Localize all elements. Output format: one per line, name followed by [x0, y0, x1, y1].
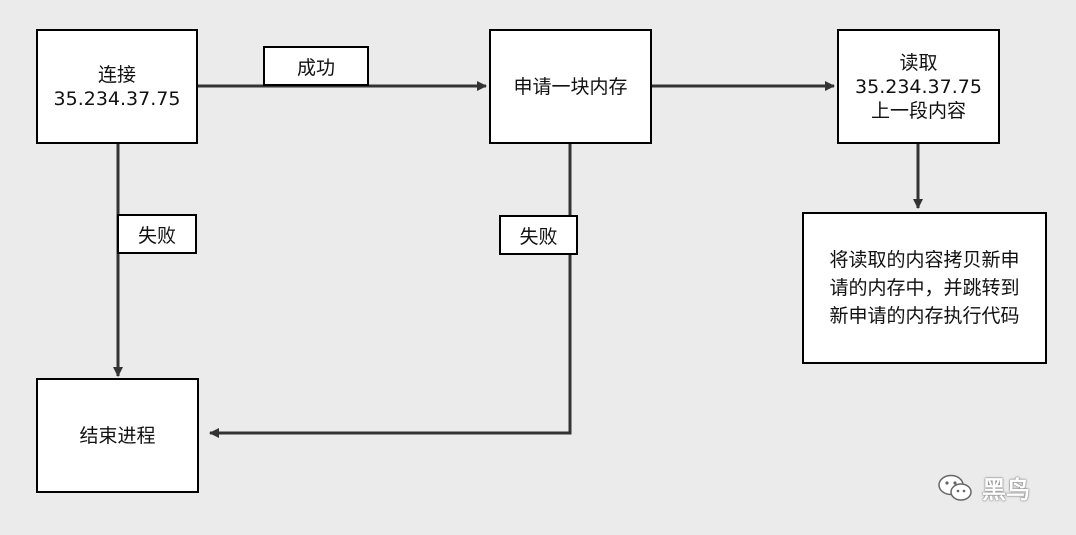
node-copy-line-2: 请的内存中，并跳转到: [829, 277, 1020, 299]
node-read: 读取 35.234.37.75 上一段内容: [837, 29, 1000, 144]
edge-label-fail-connect: 失败: [117, 214, 197, 254]
wechat-icon: [938, 474, 972, 501]
watermark-text: 黑鸟: [982, 476, 1030, 504]
node-copy: 将读取的内容拷贝新申 请的内存中，并跳转到 新申请的内存执行代码: [802, 212, 1047, 364]
edge-label-fail-alloc: 失败: [499, 215, 578, 255]
edge-label-fail-alloc-text: 失败: [519, 225, 558, 248]
node-copy-line-3: 新申请的内存执行代码: [829, 305, 1020, 327]
watermark: 黑鸟: [936, 470, 1030, 505]
node-connect-line-1: 连接: [97, 63, 136, 86]
node-read-line-2: 35.234.37.75: [855, 75, 982, 98]
node-read-line-1: 读取: [899, 51, 938, 74]
edge-label-success-text: 成功: [296, 56, 335, 79]
node-read-line-3: 上一段内容: [870, 99, 966, 122]
node-end: 结束进程: [36, 378, 199, 493]
node-alloc-line-1: 申请一块内存: [513, 75, 628, 98]
edge-alloc-to-end: [209, 144, 572, 438]
node-copy-line-1: 将读取的内容拷贝新申: [829, 249, 1020, 271]
node-connect: 连接 35.234.37.75: [36, 29, 198, 144]
edge-label-success: 成功: [263, 46, 369, 86]
node-alloc: 申请一块内存: [489, 29, 652, 144]
edge-label-fail-connect-text: 失败: [137, 224, 176, 247]
node-connect-line-2: 35.234.37.75: [53, 87, 181, 110]
node-end-line-1: 结束进程: [79, 424, 156, 447]
